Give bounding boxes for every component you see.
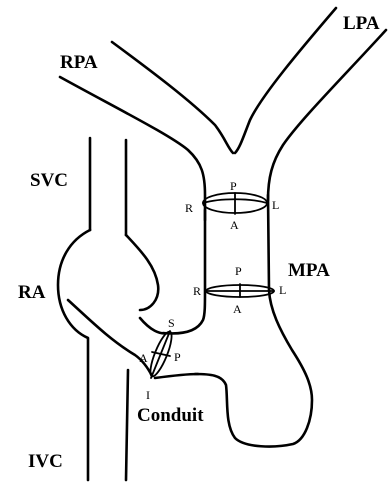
rpa-upper-wall (112, 42, 233, 153)
ivc-right-wall (126, 370, 128, 480)
label-mpa: MPA (288, 260, 330, 281)
ra-inner-wall (126, 235, 158, 310)
label-lpa: LPA (343, 13, 380, 34)
lower-ring-l: L (279, 283, 286, 297)
mpa-left-wall (163, 210, 205, 333)
label-ra: RA (18, 282, 46, 303)
anastomosis-s: S (168, 316, 175, 330)
lower-ring-p: P (235, 264, 242, 278)
label-rpa: RPA (60, 52, 98, 73)
lower-ring-r: R (193, 284, 201, 298)
lpa-outer-wall (268, 30, 386, 200)
upper-ring-p: P (230, 179, 237, 193)
label-conduit: Conduit (137, 405, 204, 426)
conduit-upper-wall (140, 318, 168, 333)
conduit-lower-wall (155, 374, 198, 378)
lpa-inner-wall (235, 8, 336, 153)
anastomosis-i: I (146, 388, 150, 402)
upper-ring-r: R (185, 201, 193, 215)
anastomosis-p: P (174, 350, 181, 364)
lower-ring-a: A (233, 302, 242, 316)
label-svc: SVC (30, 170, 68, 191)
ra-outer-wall (58, 230, 90, 480)
mpa-right-wall (195, 195, 312, 446)
upper-ring-a: A (230, 218, 239, 232)
label-ivc: IVC (28, 451, 63, 472)
anastomosis-a: A (139, 351, 148, 365)
upper-ring-l: L (272, 198, 279, 212)
